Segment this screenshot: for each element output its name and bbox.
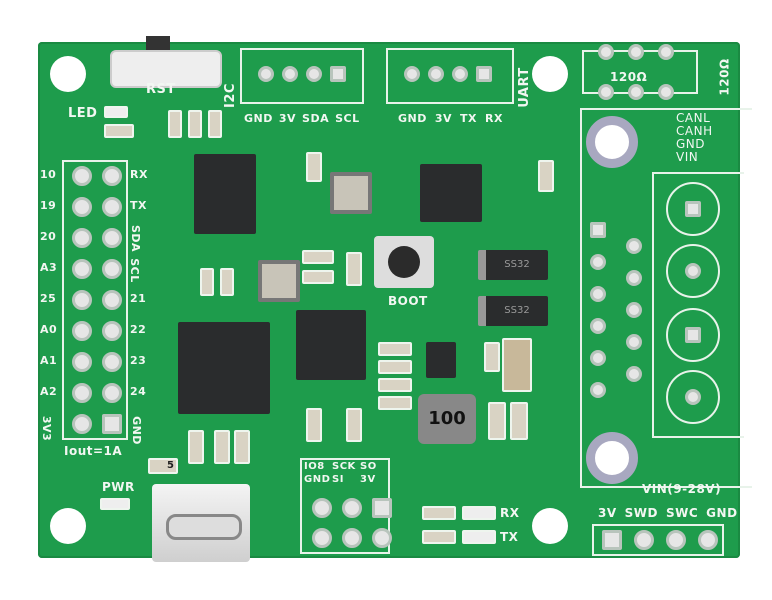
vin-range-label: VIN(9-28V) [642, 482, 722, 496]
i2c-label: I2C [222, 83, 238, 108]
boot-button[interactable] [374, 236, 434, 288]
can-terminal-area [580, 108, 752, 488]
capacitor [302, 250, 334, 264]
swd-header[interactable] [592, 524, 724, 556]
capacitor [234, 430, 250, 464]
usb-c-port[interactable] [152, 484, 250, 562]
resistor [378, 342, 412, 356]
inductor: 100 [418, 394, 476, 444]
boot-label: BOOT [388, 294, 428, 308]
schottky-diode: SS32 [478, 250, 548, 280]
can-transceiver-chip [194, 154, 256, 234]
capacitor [306, 408, 322, 442]
capacitor [484, 342, 500, 372]
termination-jumper[interactable] [582, 44, 698, 100]
can-pin-labels: CANL CANH GND VIN [676, 111, 713, 164]
tx-led [462, 530, 496, 544]
mounting-hole [50, 508, 86, 544]
regulator-chip [426, 342, 456, 378]
mounting-hole-large [586, 116, 638, 168]
resistor [104, 124, 134, 138]
resistor [378, 360, 412, 374]
120-ohm-label: 120Ω [610, 70, 648, 84]
uart-label: UART [516, 67, 532, 108]
rp2040-microcontroller [178, 322, 270, 414]
pwr-label: PWR [102, 480, 135, 494]
gpio-header[interactable] [62, 160, 128, 440]
screw-terminal[interactable] [652, 172, 744, 438]
pcb-board: RST LED I2C GND 3V SDA SCL UART GND 3V T… [38, 36, 752, 562]
rx-led [462, 506, 496, 520]
resistor [378, 378, 412, 392]
resistor [422, 506, 456, 520]
resistor [378, 396, 412, 410]
120-ohm-side-label: 120Ω [717, 58, 732, 96]
schottky-diode: SS32 [478, 296, 548, 326]
capacitor [346, 252, 362, 286]
capacitor [346, 408, 362, 442]
capacitor [214, 430, 230, 464]
capacitor [188, 430, 204, 464]
rx-led-label: RX [500, 506, 520, 520]
i2c-pin-labels: GND 3V SDA SCL [244, 112, 360, 125]
crystal [330, 172, 372, 214]
status-led [104, 106, 128, 118]
mounting-hole [532, 56, 568, 92]
capacitor [306, 152, 322, 182]
uart-pin-labels: GND 3V TX RX [398, 112, 503, 125]
resistor [188, 110, 202, 138]
led-label: LED [68, 106, 98, 121]
capacitor [200, 268, 214, 296]
mounting-hole-large [586, 432, 638, 484]
tx-led-label: TX [500, 530, 519, 544]
capacitor [510, 402, 528, 440]
capacitor [302, 270, 334, 284]
power-led [100, 498, 130, 510]
uart-connector[interactable] [386, 48, 514, 104]
soic-chip [420, 164, 482, 222]
spi-header[interactable] [300, 458, 392, 554]
reset-switch-knob[interactable] [146, 36, 170, 50]
mounting-hole [50, 56, 86, 92]
reset-switch[interactable] [110, 50, 222, 88]
resistor [208, 110, 222, 138]
mounting-hole [532, 508, 568, 544]
capacitor [220, 268, 234, 296]
capacitor [488, 402, 506, 440]
resistor [422, 530, 456, 544]
rst-label: RST [146, 82, 176, 97]
smd-component-5: 5 [148, 458, 178, 474]
capacitor [502, 338, 532, 392]
swd-pin-labels: 3V SWD SWC GND [598, 506, 738, 520]
crystal [258, 260, 300, 302]
flash-memory-chip [296, 310, 366, 380]
spi-pin-labels: IO8 SCK SO GND SI 3V [304, 461, 377, 485]
i2c-connector[interactable] [240, 48, 364, 104]
resistor [168, 110, 182, 138]
capacitor [538, 160, 554, 192]
iout-label: Iout=1A [64, 444, 123, 458]
